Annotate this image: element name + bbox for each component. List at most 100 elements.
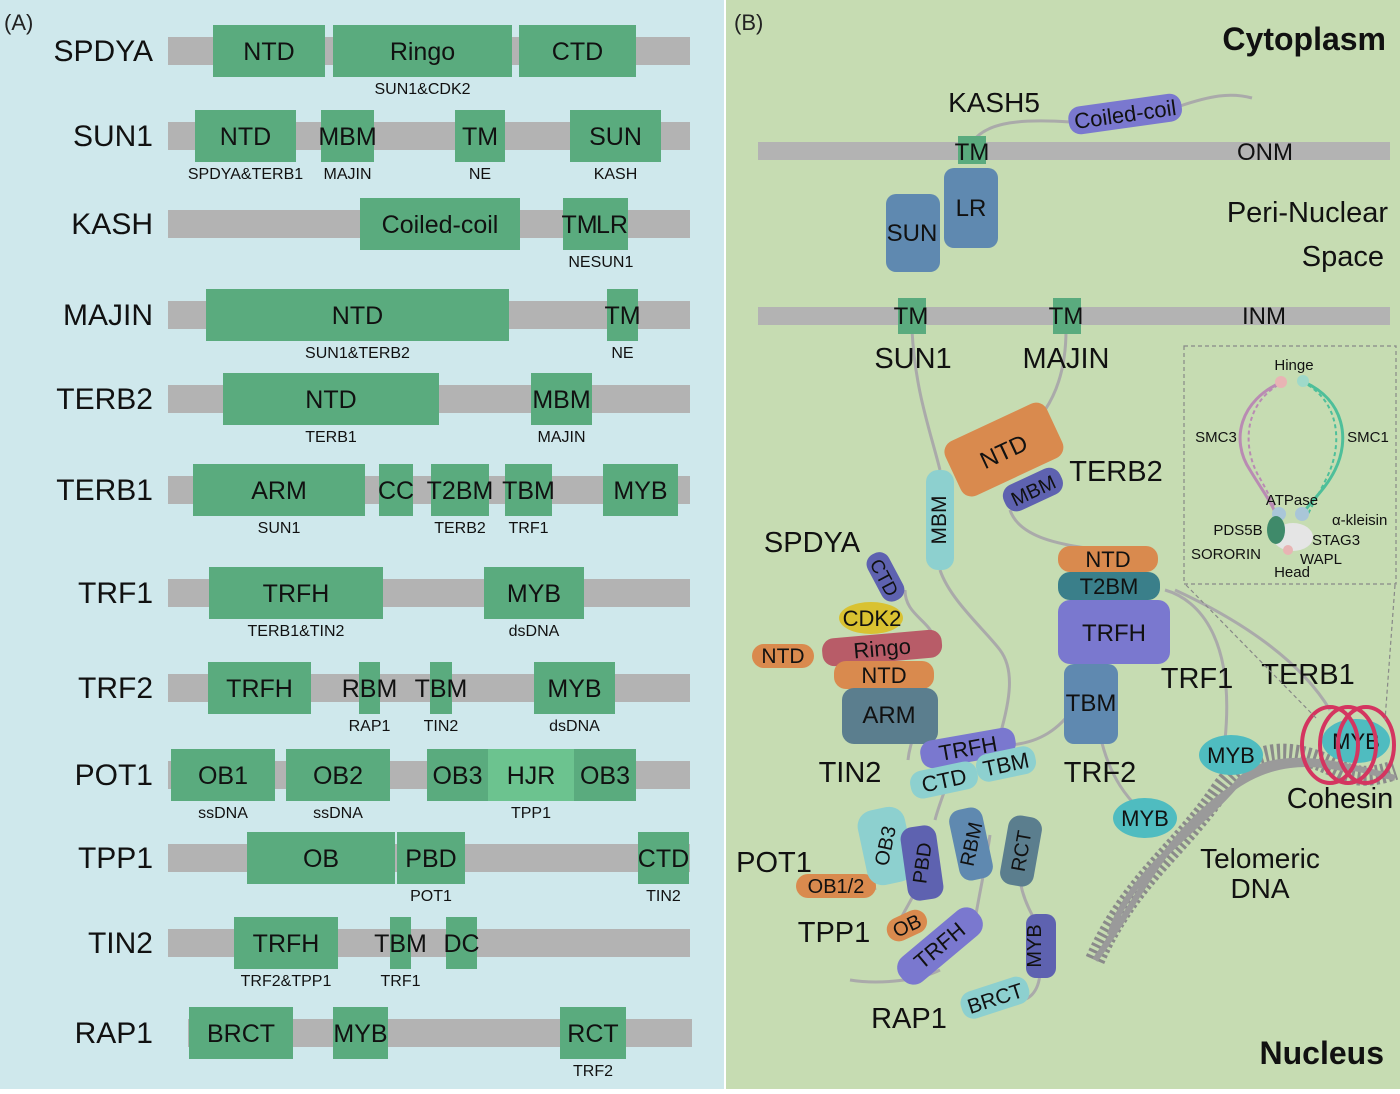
domain-binding-note: SUN1&TERB2: [305, 345, 410, 362]
rap1-rct-domain: RCT: [1000, 815, 1042, 887]
domain-label: TM: [462, 123, 498, 151]
cohesin-label: Cohesin: [1287, 783, 1393, 815]
inset-kleisin-label: α-kleisin: [1332, 512, 1387, 529]
panel-b: (B) Cytoplasm Nucleus ONM INM Peri-Nucle…: [724, 0, 1400, 1089]
domain-label: RCT: [567, 1020, 618, 1048]
domain-ntd: [223, 373, 439, 425]
domain-label: OB1: [198, 762, 248, 790]
domain-binding-note: TERB1: [305, 429, 357, 446]
protein-name: TERB1: [56, 474, 153, 507]
domain-ob2: [286, 749, 390, 801]
domain-tm: [455, 110, 505, 162]
domain-arm: [193, 464, 365, 516]
tpp1-pbd-domain: PBD: [900, 825, 944, 901]
inset-smc3-label: SMC3: [1195, 429, 1237, 446]
domain-label: TBM: [415, 675, 468, 703]
pot1-ob12-domain: [796, 874, 876, 898]
domain-binding-note: dsDNA: [549, 718, 600, 735]
domain-label: Coiled-coil: [382, 211, 499, 239]
protein-name: SPDYA: [54, 35, 153, 68]
inset-pds5b-label: PDS5B: [1213, 522, 1262, 539]
domain-label: TRFH: [253, 930, 320, 958]
domain-label: OB: [303, 845, 339, 873]
sun1-ntd-label: NTD: [861, 663, 906, 688]
domain-mbm: [321, 110, 374, 162]
terb2-ntd-domain: NTD: [944, 402, 1064, 497]
spdya-ntd-label: NTD: [761, 645, 804, 668]
domain-ob3: [427, 749, 488, 801]
domain-tm: [563, 198, 596, 250]
trf1-label: TRF1: [1161, 663, 1234, 695]
terb1-t2bm-domain: [1058, 572, 1160, 600]
protein-name: TRF2: [78, 672, 153, 705]
pot1-label: POT1: [736, 847, 812, 879]
domain-binding-note: MAJIN: [538, 429, 586, 446]
peri-nuclear-label-2: Space: [1302, 241, 1384, 273]
hinge-smc1-sphere: [1297, 375, 1309, 387]
kash5-tm-domain: [958, 136, 986, 164]
domain-tbm: [430, 662, 452, 714]
trf1-trfh-domain: [1058, 600, 1170, 664]
domain-label: MYB: [507, 580, 561, 608]
domain-rct: [560, 1007, 626, 1059]
domain-binding-note: TIN2: [424, 718, 459, 735]
kash5-tm-label: TM: [955, 139, 990, 166]
trf1-myb-domain: [1199, 735, 1263, 775]
domain-myb: [603, 464, 678, 516]
spdya-ntd-domain: [752, 644, 814, 668]
domain-binding-note: ssDNA: [198, 805, 248, 822]
domain-label: TRFH: [226, 675, 293, 703]
sun-domain: [886, 194, 940, 272]
pot1-ob12-label: OB1/2: [808, 876, 865, 898]
domain-cc: [379, 464, 413, 516]
trf2-myb-domain: [1113, 798, 1177, 838]
pds5b-body: [1267, 516, 1285, 544]
domain-trfh: [208, 662, 311, 714]
domain-label: MYB: [333, 1020, 387, 1048]
tpp1-label: TPP1: [798, 917, 871, 949]
protein-name: TERB2: [56, 383, 153, 416]
wapl-sphere: [1283, 545, 1293, 555]
domain-label: RBM: [342, 675, 398, 703]
domain-mbm: [531, 373, 592, 425]
domain-ringo: [333, 25, 512, 77]
terb1-t2bm-label: T2BM: [1080, 574, 1139, 599]
domain-binding-note: KASH: [594, 166, 638, 183]
domain-label: TM: [561, 211, 597, 239]
domain-binding-note: SUN1: [258, 520, 301, 537]
inset-smc1-label: SMC1: [1347, 429, 1389, 446]
terb1-label: TERB1: [1261, 659, 1354, 691]
domain-tbm: [390, 917, 411, 969]
majin-tm-label: TM: [1049, 303, 1084, 330]
protein-name: POT1: [75, 759, 153, 792]
domain-binding-note: dsDNA: [509, 623, 560, 640]
protein-name: TRF1: [78, 577, 153, 610]
domain-sun: [570, 110, 661, 162]
majin-label: MAJIN: [1023, 343, 1110, 375]
domain-myb: [333, 1007, 388, 1059]
domain-label: TM: [604, 302, 640, 330]
rap1-myb-label: MYB: [1024, 924, 1046, 967]
domain-ctd: [638, 832, 689, 884]
domain-binding-note: TRF2&TPP1: [241, 973, 332, 990]
domain-label: Ringo: [390, 38, 455, 66]
peri-nuclear-label-1: Peri-Nuclear: [1227, 197, 1388, 229]
domain-label: MYB: [547, 675, 601, 703]
domain-binding-note: MAJIN: [324, 166, 372, 183]
panel-b-label: (B): [734, 10, 763, 35]
domain-lr: [596, 198, 628, 250]
domain-binding-note: TPP1: [511, 805, 551, 822]
domain-ntd: [195, 110, 296, 162]
telomeric-dna-label-1: Telomeric: [1200, 843, 1320, 874]
domain-label: HJR: [507, 762, 556, 790]
domain-tm: [607, 289, 638, 341]
majin-tm-domain: [1053, 298, 1081, 334]
trf1-trfh-label: TRFH: [1082, 620, 1146, 647]
